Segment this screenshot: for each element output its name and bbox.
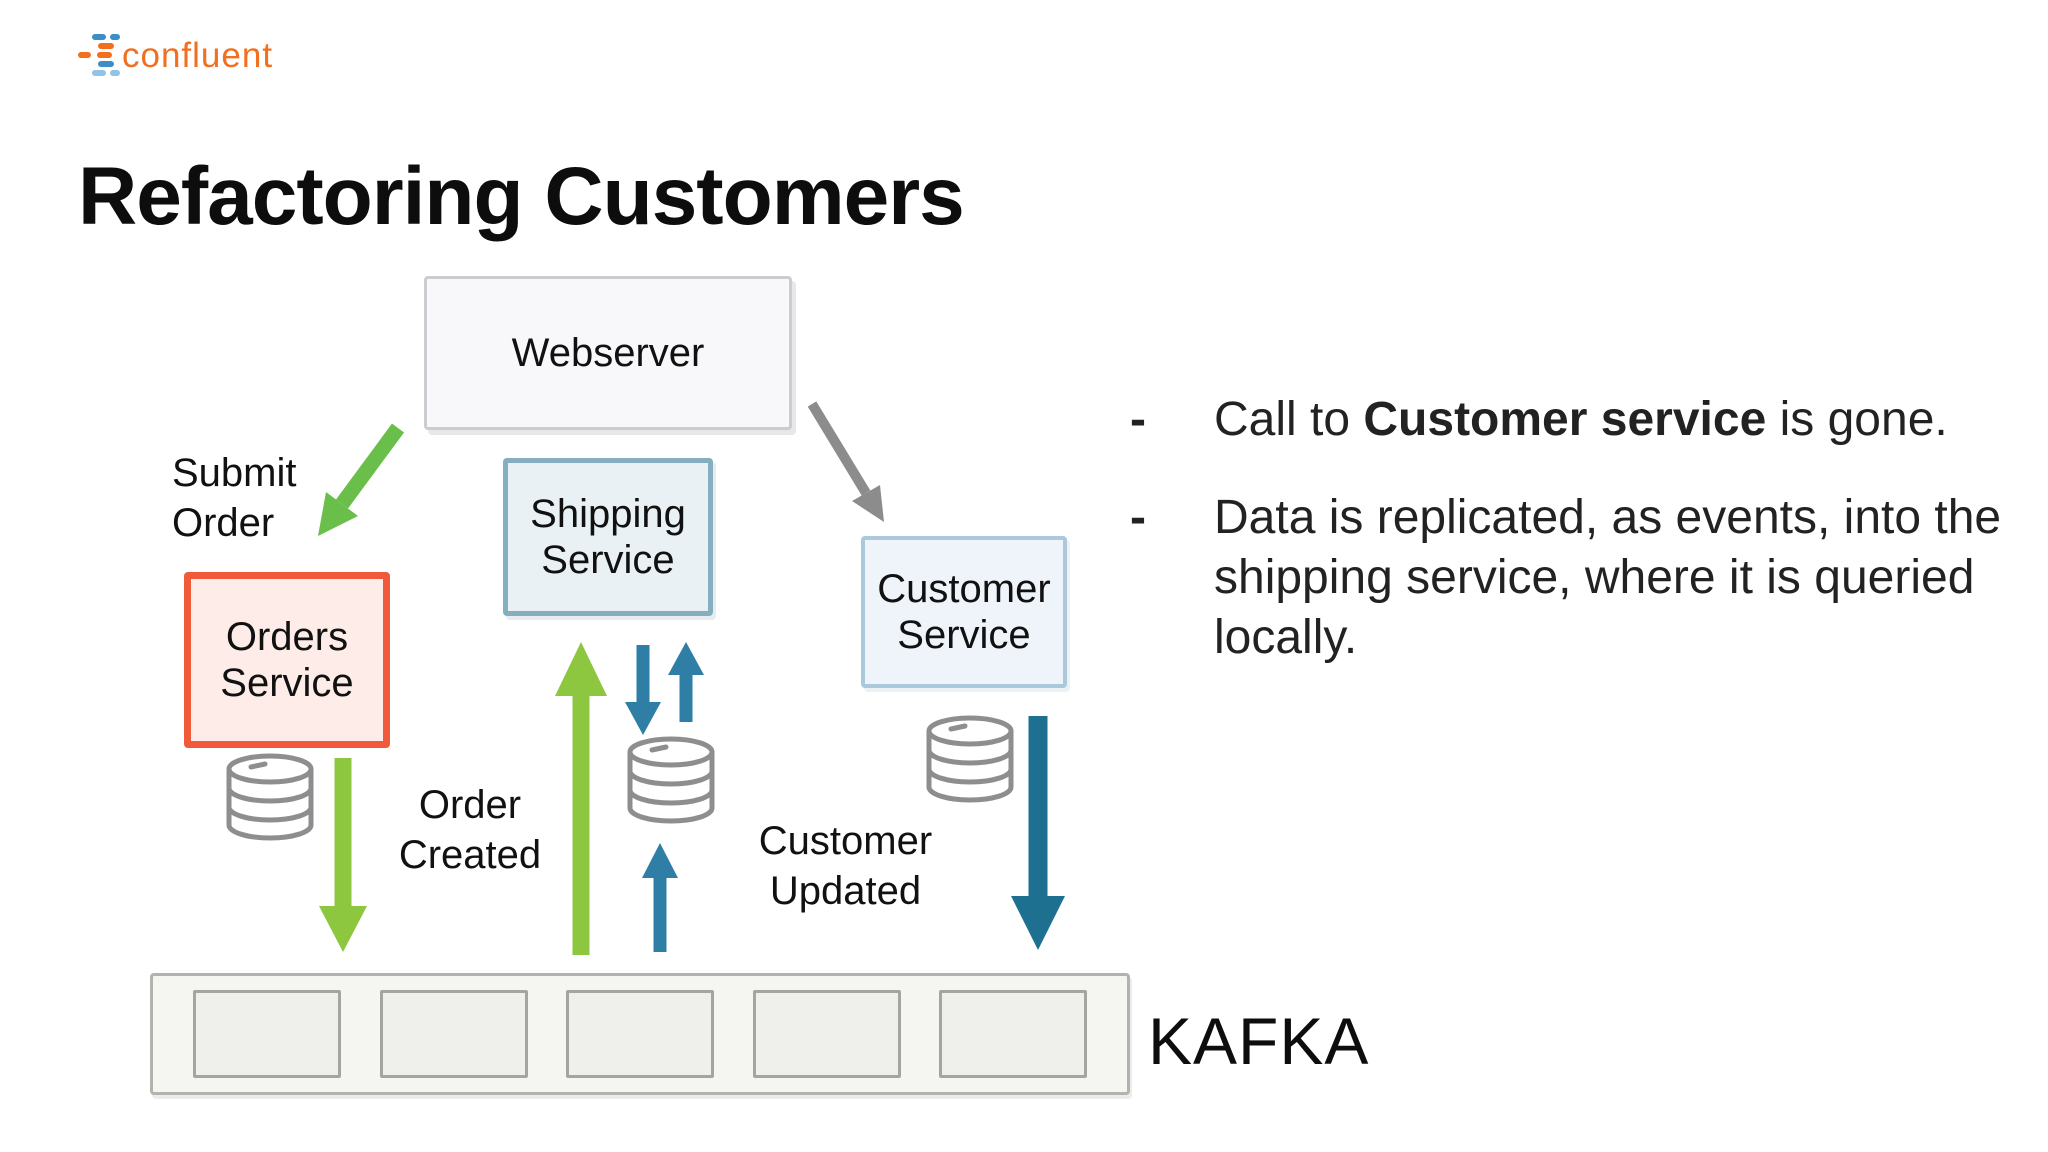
orders-service-label: Orders Service — [220, 615, 354, 705]
customer-service-box: Customer Service — [861, 536, 1067, 688]
kafka-partition — [566, 990, 714, 1078]
shipping-database-icon — [630, 739, 712, 821]
webserver-label: Webserver — [511, 331, 705, 375]
brand-text: confluent — [122, 36, 274, 75]
kafka-partition — [193, 990, 341, 1078]
kafka-partition — [752, 990, 901, 1078]
orders-service-box: Orders Service — [184, 572, 390, 748]
customer-database-icon — [929, 718, 1011, 800]
page-title: Refactoring Customers — [78, 151, 965, 242]
kafka-partition — [379, 990, 528, 1078]
webserver-box: Webserver — [424, 276, 792, 430]
note-item: - Data is replicated, as events, into th… — [1130, 488, 2020, 668]
customer-updated-label: Customer Updated — [758, 819, 933, 913]
note-marker: - — [1130, 393, 1146, 446]
note-text: Data is replicated, as events, into the … — [1214, 491, 2002, 664]
webserver-to-customer-arrow — [807, 401, 884, 522]
notes-list: - Call to Customer service is gone. - Da… — [1130, 390, 2020, 668]
order-created-label: Order Created — [398, 783, 542, 877]
shipping-to-db-arrow — [625, 645, 661, 735]
submit-order-label: Submit Order — [172, 451, 297, 545]
submit-order-arrow — [318, 423, 405, 536]
kafka-partition — [939, 990, 1087, 1078]
note1-bold: Customer service — [1363, 393, 1767, 446]
shipping-service-box: Shipping Service — [503, 458, 713, 616]
kafka-label: KAFKA — [1148, 1004, 1370, 1078]
note1-suffix: is gone. — [1766, 393, 1948, 446]
orders-database-icon — [229, 756, 311, 838]
customer-service-label: Customer Service — [877, 567, 1051, 657]
note-item: - Call to Customer service is gone. — [1130, 390, 2020, 450]
order-created-arrow — [319, 758, 367, 952]
confluent-logo: confluent — [78, 32, 273, 80]
db-to-shipping-arrow — [668, 642, 704, 722]
customer-to-kafka-arrow — [1011, 716, 1065, 950]
note-text: Call to Customer service is gone. — [1214, 390, 2014, 450]
note-marker: - — [1130, 491, 1146, 544]
kafka-to-shipping-arrow — [555, 642, 607, 955]
note1-prefix: Call to — [1214, 393, 1364, 446]
confluent-logo-icon — [78, 32, 126, 80]
kafka-bar — [150, 973, 1130, 1095]
shipping-service-label: Shipping Service — [530, 492, 686, 582]
kafka-to-shipping-db-arrow — [642, 843, 678, 952]
